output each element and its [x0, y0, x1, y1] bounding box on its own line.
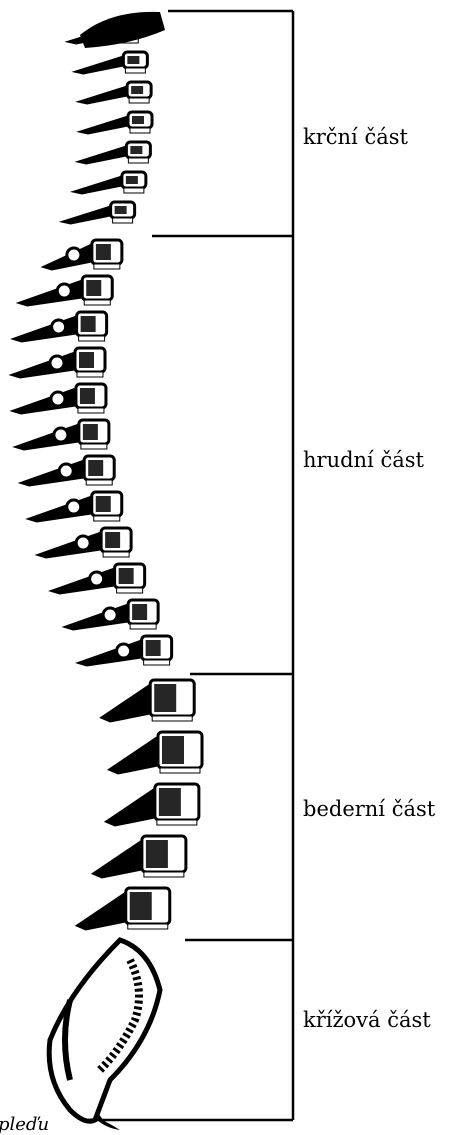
intervertebral-disc — [128, 158, 148, 163]
vertebral-body-shade — [88, 460, 103, 476]
thoracic-region-label: hrudní část — [303, 450, 424, 471]
spine-illustration — [10, 12, 202, 1130]
intervertebral-disc — [78, 408, 104, 413]
spinous-process — [105, 788, 155, 826]
rib-facet — [67, 248, 81, 262]
intervertebral-disc — [77, 372, 103, 377]
vertebral-body-shade — [132, 116, 144, 124]
intervertebral-disc — [129, 98, 149, 103]
cervical-region-label: krční část — [303, 127, 408, 148]
intervertebral-disc — [128, 924, 168, 929]
rib-facet — [54, 428, 68, 442]
spinous-process — [92, 840, 142, 878]
rib-facet — [90, 572, 104, 586]
intervertebral-disc — [79, 336, 105, 341]
vertebral-body-shade — [162, 736, 184, 764]
rib-facet — [50, 356, 64, 370]
vertebral-body-shade — [81, 316, 96, 332]
spinous-process — [76, 892, 126, 930]
rib-facet — [76, 536, 90, 550]
lumbar-region-label: bederní část — [303, 799, 435, 820]
intervertebral-disc — [144, 660, 170, 665]
intervertebral-disc — [94, 516, 120, 521]
cut-off-caption: pleďu — [0, 1116, 49, 1134]
intervertebral-disc — [103, 552, 129, 557]
intervertebral-disc — [84, 300, 110, 305]
sacral-region-label: křížová část — [303, 1010, 431, 1031]
vertebral-body-shade — [86, 280, 101, 296]
spinous-process — [108, 736, 158, 774]
spinous-process — [76, 146, 126, 164]
rib-facet — [59, 464, 73, 478]
rib-facet — [103, 608, 117, 622]
rib-facet — [117, 644, 131, 658]
intervertebral-disc — [117, 588, 143, 593]
intervertebral-disc — [160, 768, 200, 773]
vertebral-body-shade — [154, 684, 176, 712]
spinous-process — [77, 86, 127, 104]
intervertebral-disc — [125, 68, 145, 73]
rib-facet — [57, 284, 71, 298]
intervertebral-disc — [124, 188, 144, 193]
intervertebral-disc — [157, 820, 197, 825]
spinous-process — [100, 684, 150, 722]
intervertebral-disc — [86, 480, 112, 485]
vertebral-body-shade — [130, 892, 152, 920]
intervertebral-disc — [130, 624, 156, 629]
intervertebral-disc — [130, 128, 150, 133]
intervertebral-disc — [144, 872, 184, 877]
vertebral-body-shade — [132, 604, 147, 620]
spinous-process — [73, 56, 123, 74]
spinous-process — [72, 176, 122, 194]
vertebral-body-shade — [159, 788, 181, 816]
vertebral-body-shade — [119, 568, 134, 584]
vertebral-body-shade — [126, 176, 138, 184]
vertebral-body-shade — [80, 388, 95, 404]
vertebral-body-shade — [105, 532, 120, 548]
vertebral-body-shade — [130, 146, 142, 154]
spinous-process — [78, 116, 128, 134]
intervertebral-disc — [113, 218, 133, 223]
vertebral-body-shade — [115, 206, 127, 214]
rib-facet — [52, 320, 66, 334]
intervertebral-disc — [94, 264, 120, 269]
intervertebral-disc — [152, 716, 192, 721]
rib-facet — [67, 500, 81, 514]
atlas-fragment — [80, 12, 165, 48]
vertebral-body-shade — [131, 86, 143, 94]
vertebral-body-shade — [146, 640, 161, 656]
vertebral-body-shade — [96, 244, 111, 260]
spinous-process — [61, 206, 111, 224]
intervertebral-disc — [81, 444, 107, 449]
vertebral-body-shade — [127, 56, 139, 64]
rib-facet — [51, 392, 65, 406]
vertebral-body-shade — [96, 496, 111, 512]
vertebral-body-shade — [83, 424, 98, 440]
vertebral-body-shade — [79, 352, 94, 368]
vertebral-body-shade — [146, 840, 168, 868]
